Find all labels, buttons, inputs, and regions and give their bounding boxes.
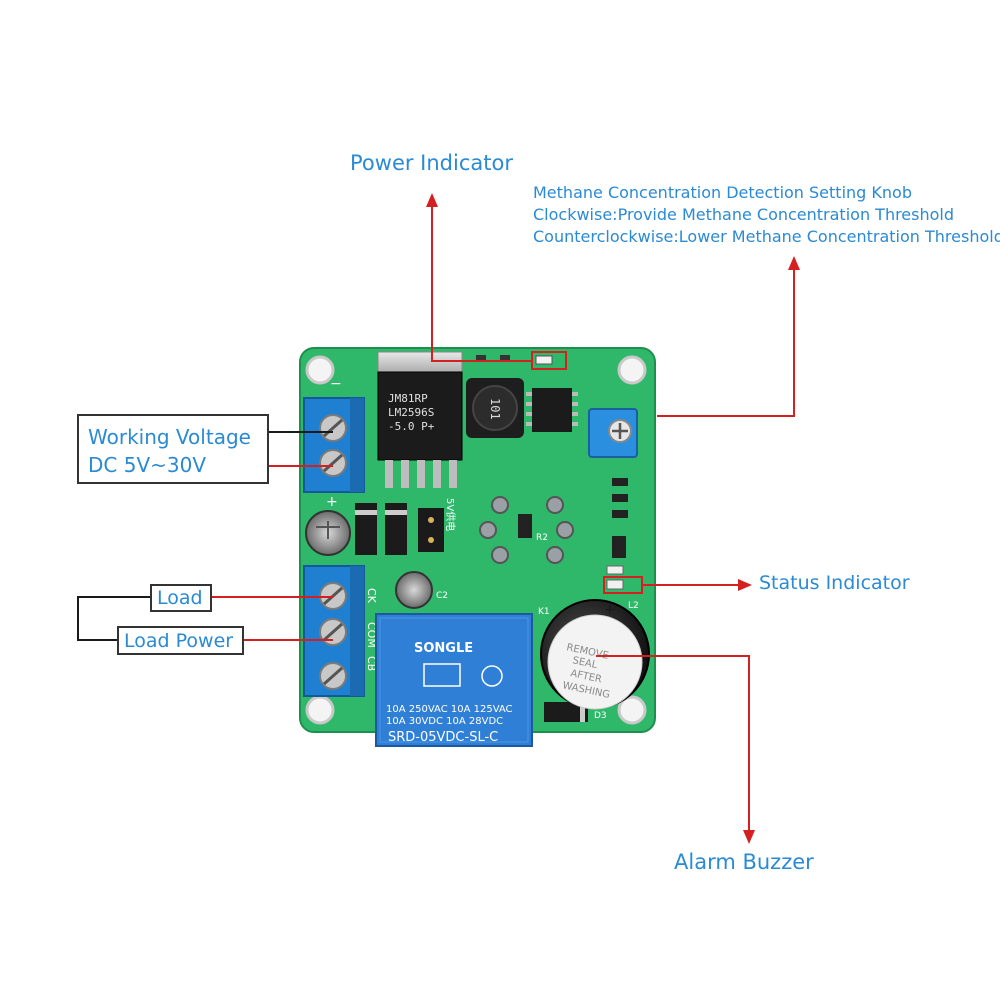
terminal-cb-label: CB bbox=[365, 656, 378, 671]
relay bbox=[375, 613, 533, 747]
power-indicator-led bbox=[476, 355, 553, 365]
relay-rating-2: 10A 30VDC 10A 28VDC bbox=[386, 716, 503, 727]
silk-k1: K1 bbox=[538, 607, 550, 617]
buzzer-text-2: SEAL bbox=[571, 655, 598, 671]
relay-terminal-block bbox=[303, 565, 365, 697]
terminal-ck-label: CK bbox=[365, 588, 378, 604]
regulator-text-3: -5.0 P+ bbox=[388, 420, 435, 433]
smd-resistors bbox=[518, 478, 628, 558]
power-terminal-block bbox=[303, 397, 365, 493]
working-voltage-line1: Working Voltage bbox=[88, 425, 251, 449]
relay-rating-1: 10A 250VAC 10A 125VAC bbox=[386, 704, 513, 715]
load-power-box: Load Power bbox=[117, 626, 244, 655]
knob-label-line2: Clockwise:Provide Methane Concentration … bbox=[533, 205, 955, 224]
load-box: Load bbox=[150, 584, 212, 612]
knob-arrowhead bbox=[788, 256, 800, 270]
jumper-header bbox=[418, 508, 444, 552]
knob-label-line1: Methane Concentration Detection Setting … bbox=[533, 183, 912, 202]
working-voltage-box: Working Voltage DC 5V~30V bbox=[77, 414, 269, 484]
terminal-plus-mark: + bbox=[326, 494, 338, 510]
capacitor-small bbox=[395, 571, 433, 609]
relay-model: SRD-05VDC-SL-C bbox=[388, 730, 498, 745]
inductor-text: 101 bbox=[488, 398, 502, 420]
mounting-hole-top-left bbox=[305, 355, 335, 385]
terminal-com-label: COM bbox=[365, 622, 378, 648]
load-power-label: Load Power bbox=[124, 630, 234, 652]
working-voltage-line2: DC 5V~30V bbox=[88, 453, 207, 477]
silk-c2: C2 bbox=[436, 591, 448, 601]
power-indicator-arrowhead bbox=[426, 193, 438, 207]
diodes bbox=[355, 503, 588, 722]
silk-d3: D3 bbox=[594, 711, 607, 721]
silk-l2: L2 bbox=[628, 601, 639, 611]
svg-text:+: + bbox=[604, 602, 616, 618]
mounting-hole-bottom-right bbox=[617, 695, 647, 725]
load-label: Load bbox=[157, 587, 203, 609]
regulator-text-2: LM2596S bbox=[388, 406, 434, 419]
power-indicator-label: Power Indicator bbox=[350, 151, 513, 175]
status-indicator-arrowhead bbox=[738, 579, 752, 591]
power-indicator-arrow bbox=[431, 204, 532, 362]
terminal-minus-mark: − bbox=[330, 376, 342, 392]
alarm-buzzer: + bbox=[540, 599, 650, 710]
load-loop-wire bbox=[77, 596, 150, 641]
knob-arrow bbox=[657, 268, 795, 417]
status-indicator-label: Status Indicator bbox=[759, 572, 910, 594]
capacitor-large bbox=[305, 510, 351, 556]
buzzer-arrowhead bbox=[743, 830, 755, 844]
silk-r2: R2 bbox=[536, 533, 548, 543]
mounting-hole-top-right bbox=[617, 355, 647, 385]
voltage-regulator-chip bbox=[377, 351, 463, 488]
alarm-buzzer-label: Alarm Buzzer bbox=[674, 850, 814, 874]
inductor bbox=[466, 378, 524, 438]
comparator-chip bbox=[526, 388, 578, 432]
relay-brand: SONGLE bbox=[414, 641, 473, 656]
status-indicator-led bbox=[606, 565, 624, 590]
mounting-hole-bottom-left bbox=[305, 695, 335, 725]
silk-5v-supply: 5V供电 bbox=[444, 498, 457, 531]
buzzer-arrow bbox=[596, 655, 750, 832]
knob-label-line3: Counterclockwise:Lower Methane Concentra… bbox=[533, 227, 1000, 246]
regulator-text-1: JM81RP bbox=[388, 392, 428, 405]
sensor-socket bbox=[479, 496, 574, 564]
threshold-potentiometer[interactable] bbox=[588, 408, 638, 458]
